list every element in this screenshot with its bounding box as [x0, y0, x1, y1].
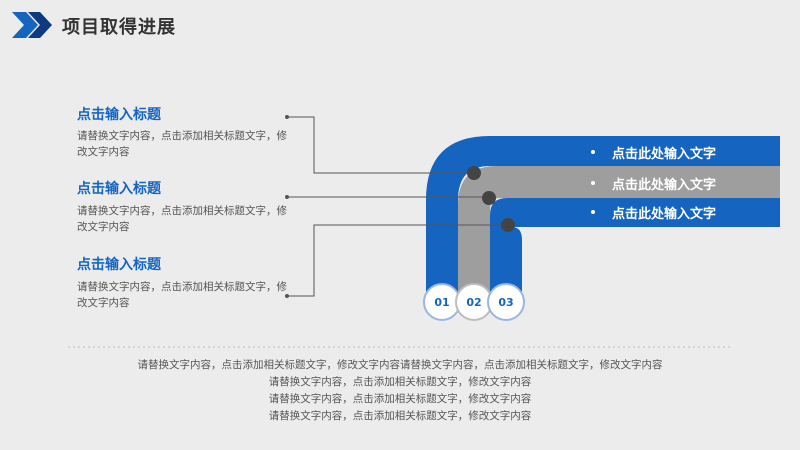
band-bullet-1: [591, 150, 595, 154]
footer-line-1[interactable]: 请替换文字内容，点击添加相关标题文字，修改文字内容请替换文字内容，点击添加相关标…: [137, 359, 663, 371]
chevron-logo-icon: [12, 12, 52, 38]
connector-dot-1: [467, 166, 481, 180]
item-desc-3[interactable]: 请替换文字内容，点击添加相关标题文字，修改文字内容: [77, 281, 287, 309]
item-title-3[interactable]: 点击输入标题: [77, 257, 161, 273]
footer-line-3[interactable]: 请替换文字内容，点击添加相关标题文字，修改文字内容: [268, 393, 532, 405]
number-circle-3: [487, 283, 525, 321]
band-bullet-2: [591, 181, 595, 185]
connector-dot-left-2: [285, 195, 289, 199]
band-1-shape: [426, 136, 780, 310]
item-desc-2[interactable]: 请替换文字内容，点击添加相关标题文字，修改文字内容: [77, 205, 287, 233]
number-label-2: 02: [466, 296, 481, 309]
item-title-2[interactable]: 点击输入标题: [77, 181, 161, 197]
footer-line-2[interactable]: 请替换文字内容，点击添加相关标题文字，修改文字内容: [268, 376, 532, 388]
number-label-1: 01: [434, 296, 449, 309]
page-title: 项目取得进展: [62, 17, 176, 38]
item-title-1[interactable]: 点击输入标题: [77, 107, 161, 123]
band-label-2[interactable]: 点击此处输入文字: [612, 178, 717, 193]
connector-dot-left-3: [285, 294, 289, 298]
band-label-1[interactable]: 点击此处输入文字: [612, 147, 717, 162]
band-2-shape: [458, 166, 780, 310]
connector-line-3: [287, 224, 508, 297]
band-bullet-3: [591, 210, 595, 214]
footer-line-4[interactable]: 请替换文字内容，点击添加相关标题文字，修改文字内容: [268, 410, 532, 422]
number-label-3: 03: [498, 296, 513, 309]
band-label-3[interactable]: 点击此处输入文字: [612, 207, 717, 222]
connector-line-1: [287, 116, 474, 174]
connector-dot-left-1: [285, 115, 289, 119]
item-desc-1[interactable]: 请替换文字内容，点击添加相关标题文字，修改文字内容: [77, 130, 287, 158]
band-3-shape: [490, 198, 780, 310]
connector-dot-2: [482, 191, 496, 205]
connector-dot-3: [501, 218, 515, 232]
